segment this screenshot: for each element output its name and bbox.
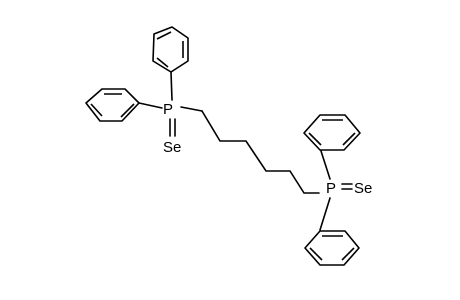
left-phosphorus-bonds: [138, 71, 203, 137]
hexylene-chain: [201, 110, 320, 194]
phenyl-ring-top-left: [152, 26, 189, 73]
selenium-label-left: Se: [163, 139, 181, 156]
right-phosphorus-bonds: [319, 150, 353, 231]
phenyl-ring-bottom-right: [304, 230, 360, 266]
selenium-label-right: Se: [354, 180, 372, 197]
phosphorus-label-left: P: [163, 101, 173, 118]
phosphorus-label-right: P: [326, 180, 336, 197]
phenyl-ring-right-top: [303, 114, 361, 151]
phenyl-ring-left: [85, 88, 140, 122]
